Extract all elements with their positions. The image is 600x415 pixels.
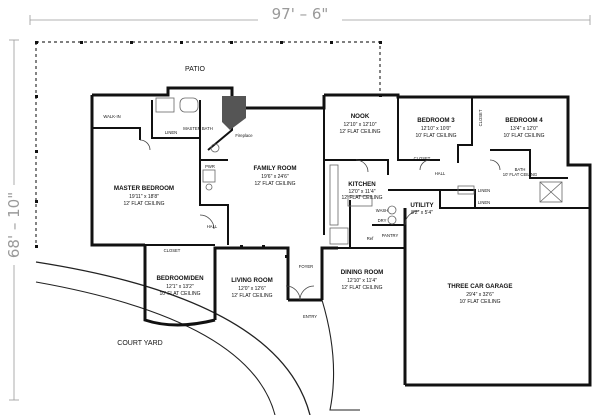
nook-ceiling: 12' FLAT CEILING	[339, 129, 380, 135]
bath-label: BATH	[515, 167, 526, 172]
bedroom-3-ceiling: 10' FLAT CEILING	[415, 133, 456, 139]
linen-label-hall: LINEN	[478, 200, 490, 205]
utility-size: 8'2" x 5'4"	[411, 210, 433, 216]
courtyard-arc-outer	[35, 261, 311, 415]
bedroom-3-size: 12'10" x 10'0"	[421, 126, 451, 132]
pantry-label: PANTRY	[382, 233, 399, 238]
hall-label-east: HALL	[435, 171, 446, 176]
door-swings	[139, 139, 501, 301]
bedroom-4-name: BEDROOM 4	[505, 117, 543, 124]
overall-depth-label: 68' – 10"	[5, 192, 23, 258]
dining-room-name: DINING ROOM	[341, 269, 384, 276]
bedroom-den-size: 12'1" x 13'2"	[166, 284, 194, 290]
fireplace-label: Fireplace	[235, 133, 253, 138]
hall-label-west: HALL	[207, 224, 218, 229]
living-room-size: 12'0" x 12'6"	[238, 286, 266, 292]
master-bath-label: MASTER BATH	[183, 126, 212, 131]
bedroom-den-name: BEDROOM/DEN	[156, 275, 204, 282]
family-room-ceiling: 12' FLAT CEILING	[254, 181, 295, 187]
garage-name: THREE CAR GARAGE	[448, 283, 513, 290]
garage-size: 29'4" x 32'6"	[466, 292, 494, 298]
entry-label: ENTRY	[303, 314, 317, 319]
living-room-name: LIVING ROOM	[231, 277, 273, 284]
closet-label-bed4: CLOSET	[478, 109, 483, 126]
master-bedroom-name: MASTER BEDROOM	[114, 185, 174, 192]
bedroom-3-name: BEDROOM 3	[417, 117, 455, 124]
closet-label-bed3: CLOSET	[414, 156, 431, 161]
court-yard-label: COURT YARD	[117, 340, 162, 347]
garage-ceiling: 10' FLAT CEILING	[459, 299, 500, 305]
dining-room-ceiling: 12' FLAT CEILING	[341, 285, 382, 291]
nook-name: NOOK	[351, 113, 370, 120]
columns	[240, 245, 288, 258]
nook-size: 12'10" x 12'10"	[344, 122, 377, 128]
kitchen-size: 12'0" x 11'4"	[348, 189, 375, 195]
wash-label: WASH	[376, 208, 388, 213]
courtyard-arc-right	[321, 299, 360, 411]
bath-fixtures	[457, 181, 563, 203]
family-room-size: 19'6" x 24'6"	[261, 174, 289, 180]
linen-label-bath: LINEN	[478, 188, 490, 193]
family-room-name: FAMILY ROOM	[254, 165, 297, 172]
dining-room-size: 12'10" x 11'4"	[347, 278, 377, 284]
foyer-label: FOYER	[299, 264, 313, 269]
patio-outline	[35, 41, 381, 246]
master-bedroom-size: 19'11" x 18'8"	[129, 194, 159, 200]
master-bath-fixtures	[155, 97, 220, 191]
courtyard-arc-inner	[35, 281, 276, 415]
pwr-label: PWR	[205, 164, 215, 169]
closet-label-den: CLOSET	[164, 248, 181, 253]
ref-label: Ref	[367, 236, 374, 241]
kitchen-name: KITCHEN	[348, 181, 376, 188]
kitchen-fixtures	[329, 164, 397, 245]
utility-name: UTILITY	[410, 202, 434, 209]
bath-ceiling-label: 10' FLAT CEILING	[503, 172, 537, 177]
interior-walls	[92, 97, 590, 258]
kitchen-ceiling: 12' FLAT CEILING	[341, 195, 382, 201]
bedroom-4-size: 13'4" x 12'0"	[510, 126, 538, 132]
walk-in-label: WALK-IN	[103, 114, 120, 119]
master-bedroom-ceiling: 12' FLAT CEILING	[123, 201, 164, 207]
bedroom-den-ceiling: 10' FLAT CEILING	[159, 291, 200, 297]
overall-width-label: 97' – 6"	[272, 5, 329, 23]
linen-label: LINEN	[165, 130, 177, 135]
bedroom-4-ceiling: 10' FLAT CEILING	[503, 133, 544, 139]
fireplace-icon	[222, 96, 246, 130]
dry-label: DRY	[378, 218, 387, 223]
patio-label: PATIO	[185, 66, 206, 73]
living-room-ceiling: 12' FLAT CEILING	[231, 293, 272, 299]
